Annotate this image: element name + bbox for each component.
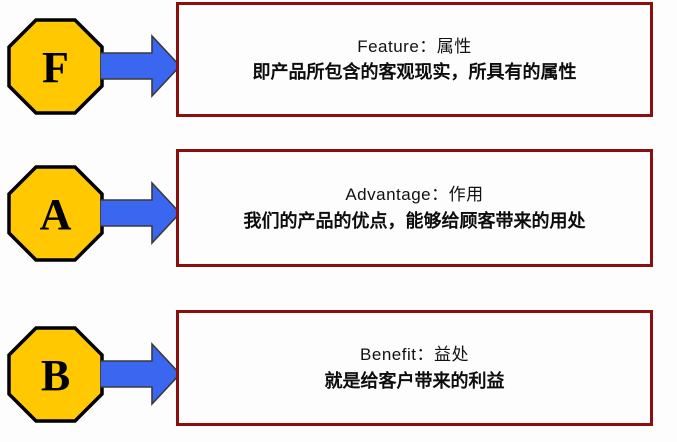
text-box-benefit: Benefit：益处 就是给客户带来的利益 [176, 310, 653, 426]
octagon-letter-label: A [40, 190, 72, 239]
octagon-polygon [7, 165, 104, 262]
octagon-shape: A [7, 165, 104, 262]
benefit-title: Benefit：益处 [360, 345, 469, 365]
right-arrow-icon [100, 180, 182, 246]
benefit-description: 就是给客户带来的利益 [324, 370, 505, 391]
arrow-polygon [100, 180, 182, 246]
feature-title: Feature：属性 [357, 36, 472, 56]
text-box-advantage: Advantage：作用 我们的产品的优点，能够给顾客带来的用处 [176, 149, 653, 267]
advantage-description: 我们的产品的优点，能够给顾客带来的用处 [243, 210, 586, 231]
arrow-polygon [100, 33, 182, 99]
right-arrow-icon [100, 33, 182, 99]
right-arrow-icon [100, 341, 182, 407]
diagram-row-advantage: A Advantage：作用 我们的产品的优点，能够给顾客带来的用处 [0, 149, 677, 267]
octagon-letter-label: F [42, 43, 69, 92]
arrow-shape [100, 180, 182, 246]
diagram-row-feature: F Feature：属性 即产品所包含的客观现实，所具有的属性 [0, 2, 677, 118]
octagon-badge-a[interactable]: A [7, 165, 104, 262]
octagon-polygon [7, 326, 104, 423]
arrow-shape [100, 33, 182, 99]
octagon-polygon [7, 18, 104, 115]
feature-description: 即产品所包含的客观现实，所具有的属性 [252, 62, 577, 83]
octagon-badge-f[interactable]: F [7, 18, 104, 115]
arrow-polygon [100, 341, 182, 407]
octagon-badge-b[interactable]: B [7, 326, 104, 423]
octagon-shape: B [7, 326, 104, 423]
arrow-shape [100, 341, 182, 407]
diagram-row-benefit: B Benefit：益处 就是给客户带来的利益 [0, 310, 677, 426]
octagon-shape: F [7, 18, 104, 115]
text-box-feature: Feature：属性 即产品所包含的客观现实，所具有的属性 [176, 2, 653, 117]
advantage-title: Advantage：作用 [345, 185, 484, 205]
octagon-letter-label: B [41, 351, 70, 400]
